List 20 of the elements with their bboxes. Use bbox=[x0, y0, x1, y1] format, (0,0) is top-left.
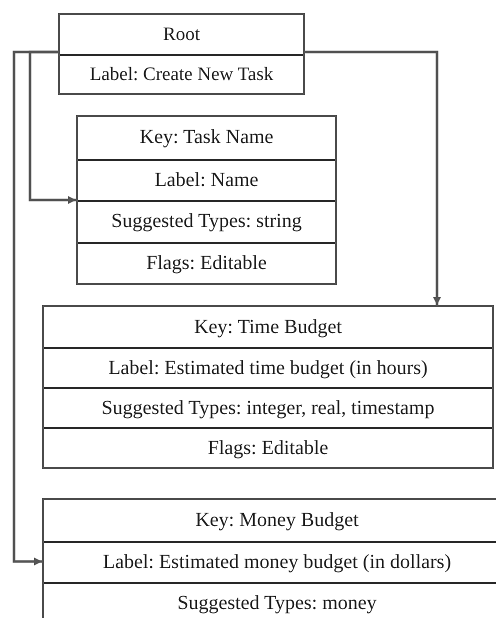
connector-arrow bbox=[28, 50, 76, 204]
record-field: Flags: Editable bbox=[78, 242, 335, 283]
record-field: Flags: Editable bbox=[44, 427, 492, 467]
record-field: Label: Create New Task bbox=[60, 54, 303, 93]
record-heading: Root bbox=[162, 22, 201, 46]
record-field: Suggested Types: string bbox=[78, 200, 335, 242]
record-field: Suggested Types: money bbox=[44, 582, 496, 618]
record-field: Label: Estimated time budget (in hours) bbox=[44, 347, 492, 387]
record-box bbox=[42, 305, 494, 469]
record-heading: Key: Time Budget bbox=[193, 314, 343, 340]
record-heading: Key: Money Budget bbox=[194, 508, 360, 533]
connector-arrow bbox=[305, 50, 441, 305]
record-box bbox=[76, 115, 337, 285]
record-field: Label: Estimated money budget (in dollars) bbox=[44, 541, 496, 582]
record-box bbox=[42, 498, 496, 618]
record-field: Label: Name bbox=[78, 158, 335, 200]
record-field: Suggested Types: integer, real, timestamp bbox=[44, 387, 492, 427]
record-heading: Key: Task Name bbox=[138, 125, 274, 150]
connector-arrow bbox=[12, 50, 58, 566]
record-box bbox=[58, 13, 305, 95]
